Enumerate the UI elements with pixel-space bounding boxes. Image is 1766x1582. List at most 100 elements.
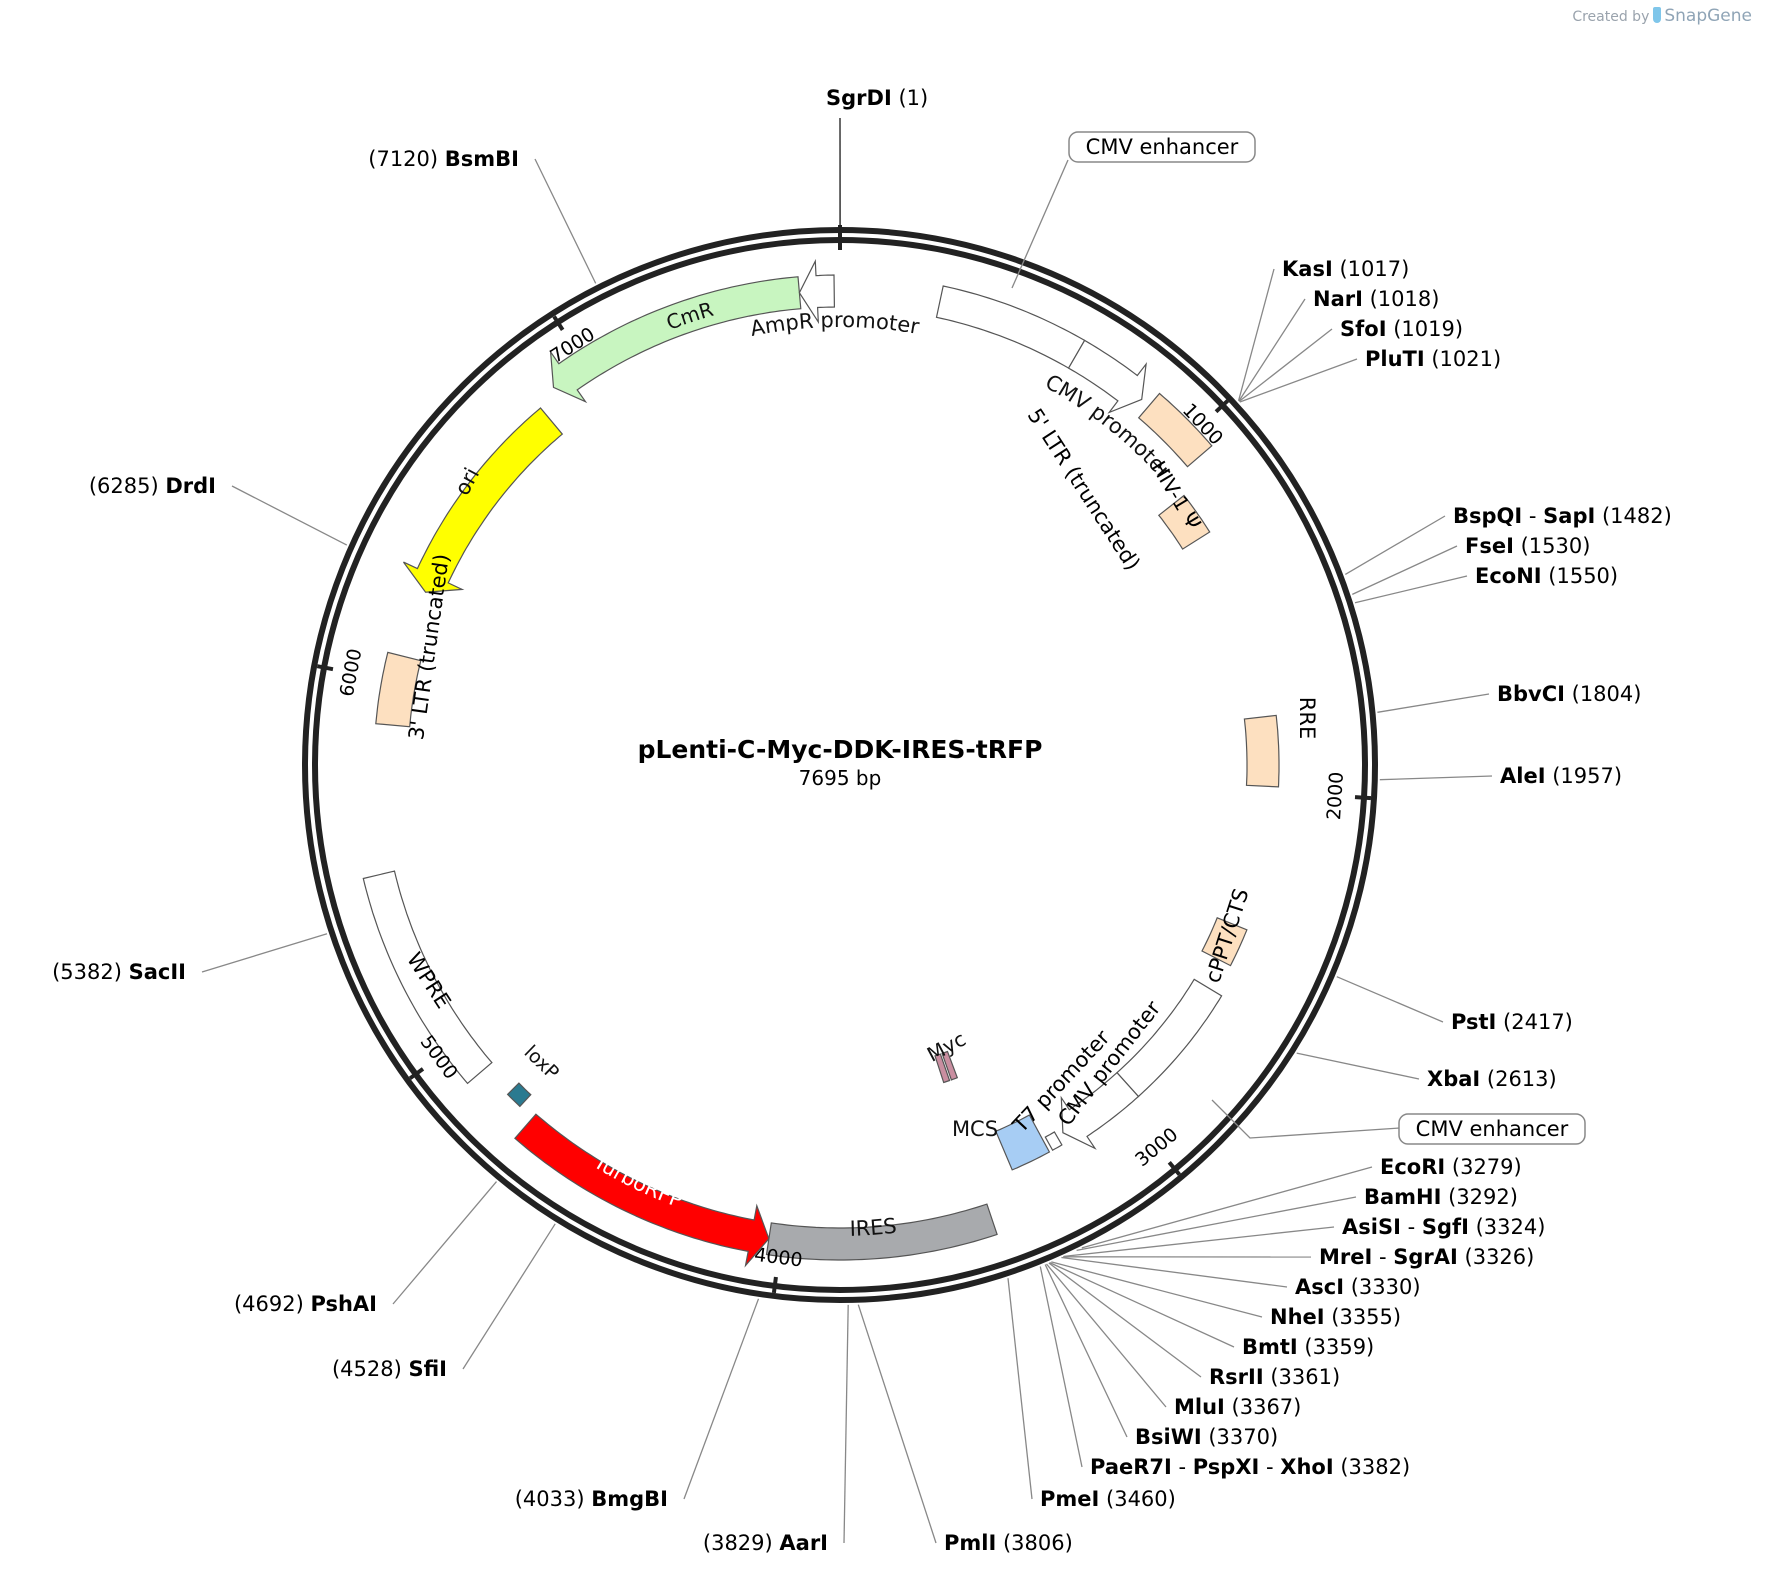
feature-wpre[interactable] <box>362 870 493 1085</box>
site-label-pluti[interactable]: PluTI (1021) <box>1365 347 1501 371</box>
site-label-asisi[interactable]: AsiSI - SgfI (3324) <box>1342 1215 1545 1239</box>
site-enzyme-name: PluTI <box>1365 347 1425 371</box>
site-position: (1550) <box>1542 564 1619 588</box>
site-text-mlui: MluI (3367) <box>1174 1395 1301 1419</box>
tick-mark-7000 <box>552 315 565 331</box>
site-enzyme-name: BbvCI <box>1497 682 1565 706</box>
site-text-fsei: FseI (1530) <box>1465 534 1590 558</box>
feature-ltr3[interactable] <box>375 651 422 728</box>
site-label-ecori[interactable]: EcoRI (3279) <box>1380 1155 1522 1179</box>
feature-cmr[interactable] <box>549 276 802 404</box>
site-label-mlui[interactable]: MluI (3367) <box>1174 1395 1301 1419</box>
site-label-nari[interactable]: NarI (1018) <box>1313 287 1439 311</box>
site-label-sfii[interactable]: (4528) SfiI <box>332 1357 447 1381</box>
site-leader-aari <box>843 1304 849 1544</box>
site-label-drdi[interactable]: (6285) DrdI <box>89 474 216 498</box>
site-position: (3324) <box>1469 1215 1546 1239</box>
site-separator: - <box>1401 1215 1422 1239</box>
site-position: (1957) <box>1546 764 1623 788</box>
site-leader-pmei <box>1007 1278 1033 1500</box>
feature-cmv-enhancer-1[interactable] <box>935 285 1086 369</box>
site-position: (1017) <box>1333 257 1410 281</box>
feature-label-cmv-enhancer-2: CMV enhancer <box>1416 1117 1569 1141</box>
site-label-aari[interactable]: (3829) AarI <box>703 1531 828 1555</box>
site-leader-xbai <box>1296 1052 1420 1080</box>
snapgene-logo-icon <box>1653 7 1662 23</box>
site-leader-drdi <box>231 485 348 546</box>
feature-label-box-cmv-enhancer-1 <box>1068 131 1256 163</box>
feature-ori[interactable] <box>403 407 564 593</box>
site-enzyme-name: PaeR7I <box>1090 1455 1172 1479</box>
site-text-rsrii: RsrII (3361) <box>1209 1365 1340 1389</box>
site-label-econi[interactable]: EcoNI (1550) <box>1475 564 1618 588</box>
site-label-sacii[interactable]: (5382) SacII <box>52 960 186 984</box>
site-label-paer7i[interactable]: PaeR7I - PspXI - XhoI (3382) <box>1090 1455 1410 1479</box>
feature-rre[interactable] <box>1243 714 1280 788</box>
feature-mcs[interactable] <box>995 1114 1051 1171</box>
site-label-mrei[interactable]: MreI - SgrAI (3326) <box>1319 1245 1534 1269</box>
site-label-psti[interactable]: PstI (2417) <box>1451 1010 1573 1034</box>
site-label-sfoi[interactable]: SfoI (1019) <box>1340 317 1463 341</box>
site-label-sgrdi[interactable]: SgrDI (1) <box>826 86 928 110</box>
site-text-drdi: (6285) DrdI <box>89 474 216 498</box>
site-label-bamhi[interactable]: BamHI (3292) <box>1364 1185 1518 1209</box>
site-position: (1530) <box>1514 534 1591 558</box>
feature-myc[interactable] <box>941 1050 959 1081</box>
feature-ampr-promoter[interactable] <box>798 258 836 325</box>
site-position: (3367) <box>1225 1395 1302 1419</box>
site-enzyme-name: AarI <box>779 1531 828 1555</box>
site-text-asci: AscI (3330) <box>1295 1275 1421 1299</box>
site-enzyme-name: MluI <box>1174 1395 1225 1419</box>
site-label-bbvci[interactable]: BbvCI (1804) <box>1497 682 1641 706</box>
tick-mark-1000 <box>1214 399 1230 414</box>
site-position: (5382) <box>52 960 129 984</box>
leader-cmv-enhancer-2 <box>1211 1099 1401 1139</box>
feature-myc-b[interactable] <box>934 1053 951 1084</box>
site-label-alei[interactable]: AleI (1957) <box>1500 764 1622 788</box>
site-label-xbai[interactable]: XbaI (2613) <box>1427 1067 1557 1091</box>
feature-label-ires: IRES <box>849 1214 897 1241</box>
site-label-bsiwi[interactable]: BsiWI (3370) <box>1135 1425 1278 1449</box>
site-text-alei: AleI (1957) <box>1500 764 1622 788</box>
site-leader-asci <box>1061 1256 1288 1288</box>
site-position: (1804) <box>1565 682 1642 706</box>
site-text-sfoi: SfoI (1019) <box>1340 317 1463 341</box>
site-leader-pmli <box>857 1304 937 1544</box>
site-leader-bmti <box>1049 1262 1235 1348</box>
site-label-bspqi[interactable]: BspQI - SapI (1482) <box>1453 504 1672 528</box>
feature-cmv-promoter-1[interactable] <box>1067 339 1147 414</box>
site-label-bsmbi[interactable]: (7120) BsmBI <box>368 147 519 171</box>
feature-cppt[interactable] <box>1201 917 1248 967</box>
site-position: (3361) <box>1264 1365 1341 1389</box>
site-enzyme-name: RsrII <box>1209 1365 1264 1389</box>
site-label-pmei[interactable]: PmeI (3460) <box>1040 1487 1176 1511</box>
feature-cmv-promoter-2[interactable] <box>1060 1071 1140 1150</box>
site-label-nhei[interactable]: NheI (3355) <box>1270 1305 1401 1329</box>
site-position: (3806) <box>996 1531 1073 1555</box>
site-label-bmgbi[interactable]: (4033) BmgBI <box>515 1487 668 1511</box>
feature-hiv-psi[interactable] <box>1157 494 1211 550</box>
site-label-kasi[interactable]: KasI (1017) <box>1282 257 1409 281</box>
feature-t7-promoter[interactable] <box>1044 1131 1063 1152</box>
site-label-bmti[interactable]: BmtI (3359) <box>1242 1335 1374 1359</box>
feature-ires[interactable] <box>765 1203 998 1261</box>
site-leader-asisi <box>1063 1226 1335 1258</box>
site-label-pshai[interactable]: (4692) PshAI <box>234 1292 377 1316</box>
feature-turborfp[interactable] <box>514 1113 770 1268</box>
site-enzyme-name: FseI <box>1465 534 1514 558</box>
site-label-asci[interactable]: AscI (3330) <box>1295 1275 1421 1299</box>
site-label-fsei[interactable]: FseI (1530) <box>1465 534 1590 558</box>
site-position: (3370) <box>1202 1425 1279 1449</box>
feature-ltr5[interactable] <box>1137 392 1213 468</box>
site-label-rsrii[interactable]: RsrII (3361) <box>1209 1365 1340 1389</box>
site-leader-kasi <box>1237 268 1275 401</box>
site-label-pmli[interactable]: PmlI (3806) <box>944 1531 1073 1555</box>
site-position: (3460) <box>1099 1487 1176 1511</box>
site-leader-bsmbi <box>534 158 597 284</box>
site-text-pmli: PmlI (3806) <box>944 1531 1073 1555</box>
site-position: (2417) <box>1496 1010 1573 1034</box>
feature-loxp[interactable] <box>506 1082 532 1108</box>
site-text-bsiwi: BsiWI (3370) <box>1135 1425 1278 1449</box>
site-leader-econi <box>1354 575 1468 604</box>
site-enzyme-name: PmlI <box>944 1531 996 1555</box>
